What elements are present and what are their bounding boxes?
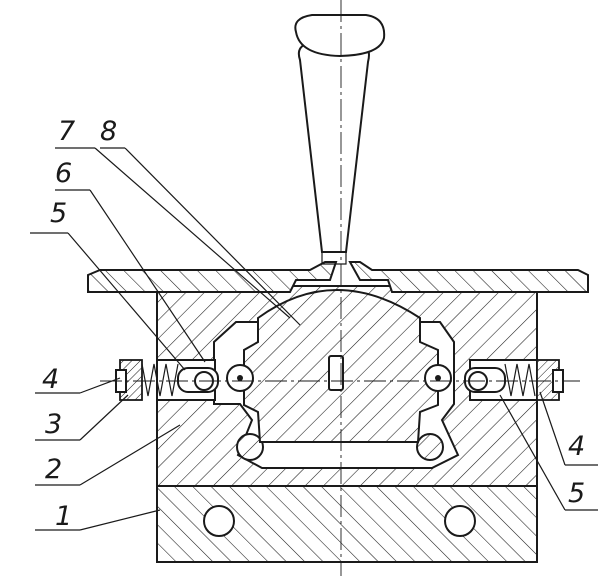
detent-pin-right — [464, 367, 506, 393]
callout-2: 2 — [45, 454, 62, 485]
center-axes — [100, 0, 580, 576]
callout-4-right: 4 — [568, 431, 585, 462]
callout-5-right: 5 — [568, 478, 585, 509]
callout-labels: 1 2 3 4 5 6 7 8 4 5 — [42, 116, 585, 532]
base-plate — [156, 485, 538, 563]
callout-5-left: 5 — [50, 198, 67, 229]
callout-1: 1 — [55, 501, 72, 532]
top-cover-plate — [87, 261, 589, 293]
detent-roller-right — [424, 364, 452, 392]
callout-4-left: 4 — [42, 364, 59, 395]
detent-roller-left — [226, 364, 254, 392]
callout-3: 3 — [45, 409, 62, 440]
detent-pin-left — [177, 367, 219, 393]
lever-handle — [294, 14, 386, 265]
callout-6: 6 — [55, 158, 72, 189]
leader-lines — [30, 147, 598, 531]
callout-8: 8 — [100, 116, 117, 147]
callout-7: 7 — [58, 116, 75, 147]
